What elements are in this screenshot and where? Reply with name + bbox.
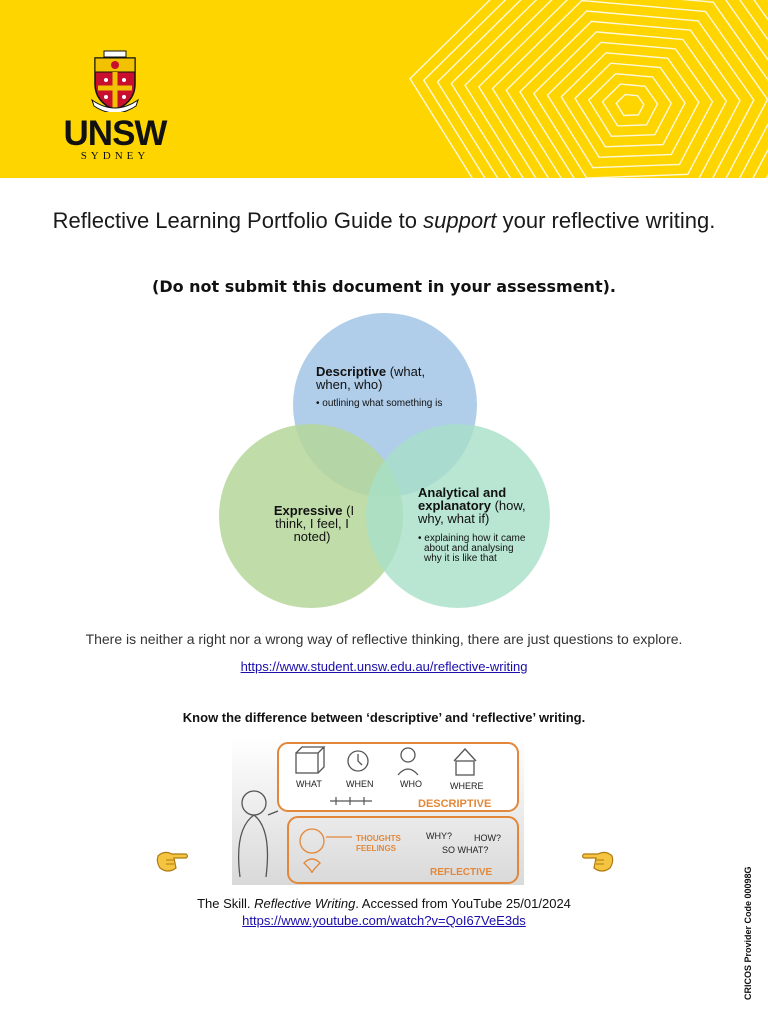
unsw-logo[interactable]: UNSW SYDNEY [58,50,172,162]
descriptive-box [277,742,519,812]
venn-analytical-bullet3: why it is like that [423,553,497,564]
cricos-code: CRICOS Provider Code 00098G [743,866,753,1000]
pattern-ring [615,93,645,117]
reflective-writing-link-row: https://www.student.unsw.edu.au/reflecti… [40,659,728,674]
pattern-ring [519,20,741,178]
venn-analytical-line1: Analytical and [418,485,506,500]
venn-analytical-line2: explanatory (how, [418,498,526,513]
pattern-ring [464,0,768,178]
pattern-ring [450,0,768,178]
label-descriptive: DESCRIPTIVE [418,798,491,810]
pattern-ring [505,10,755,178]
title-emphasis: support [423,208,497,233]
venn-expressive-line1: Expressive (I [274,503,354,518]
clock-icon [347,750,369,772]
cube-icon [295,746,326,774]
citation-part-1: The Skill. [197,896,255,911]
citation-title: Reflective Writing [254,896,356,911]
venn-analytical-line3: why, what if) [417,511,489,526]
reflective-writing-link[interactable]: https://www.student.unsw.edu.au/reflecti… [240,659,528,674]
page-title: Reflective Learning Portfolio Guide to s… [40,205,728,236]
logo-wordmark: UNSW [63,114,168,153]
house-icon [453,748,477,776]
pattern-ring [587,72,673,138]
citation-part-2: . Accessed from YouTube 25/01/2024 [355,896,571,911]
venn-diagram: Descriptive (what, when, who) • outlinin… [219,313,550,608]
title-part-1: Reflective Learning Portfolio Guide to [52,208,424,233]
label-sowhat: SO WHAT? [442,845,488,855]
pattern-ring [574,62,686,148]
label-why: WHY? [426,831,452,841]
pattern-ring [560,52,700,159]
pattern-ring [409,0,491,178]
label-when: WHEN [346,779,374,789]
venn-descriptive-line2: when, who) [315,377,382,392]
reflective-box [287,816,519,884]
label-who: WHO [400,779,422,789]
venn-expressive-line3: noted) [294,529,331,544]
youtube-link[interactable]: https://www.youtube.com/watch?v=QoI67VeE… [242,913,526,928]
venn-expressive-line2: think, I feel, I [275,516,349,531]
pattern-ring [546,41,714,169]
head-icon [299,828,325,854]
title-part-2: your reflective writing. [496,208,716,233]
label-how: HOW? [474,833,501,843]
intro-text: There is neither a right nor a wrong way… [85,631,683,647]
logo-subtitle: SYDNEY [80,150,150,162]
label-thoughts: THOUGHTS [356,834,402,843]
person-icon [400,747,416,763]
venn-analytical-bullet1: • explaining how it came [418,533,526,544]
label-reflective: REFLECTIVE [430,867,493,878]
heart-icon [303,858,321,874]
venn-circle-analytical [366,424,550,608]
label-where: WHERE [450,781,484,791]
venn-descriptive-line1: Descriptive (what, [316,364,425,379]
label-feelings: FEELINGS [356,844,397,853]
section-heading: Know the difference between ‘descriptive… [182,710,586,725]
video-citation: The Skill. Reflective Writing. Accessed … [40,896,728,911]
concentric-pattern-graphic [409,0,768,178]
pattern-ring [601,83,659,127]
stick-figure-icon [237,790,279,878]
pointing-hand-right-icon [156,851,189,872]
youtube-link-row: https://www.youtube.com/watch?v=QoI67VeE… [40,913,728,928]
venn-analytical-bullet2: about and analysing [424,543,514,554]
label-what: WHAT [296,779,322,789]
venn-descriptive-bullet: • outlining what something is [316,398,442,409]
descriptive-vs-reflective-video-thumbnail[interactable]: WHAT WHEN WHO WHERE DESCRIPTIVE THOUGHTS… [232,737,524,885]
pointing-hand-left-icon [581,851,614,872]
submission-notice: (Do not submit this document in your ass… [152,277,616,296]
pattern-ring [532,31,728,178]
unsw-crest-icon [91,50,139,112]
venn-circle-expressive [219,424,403,608]
header-banner: UNSW SYDNEY [0,0,768,178]
